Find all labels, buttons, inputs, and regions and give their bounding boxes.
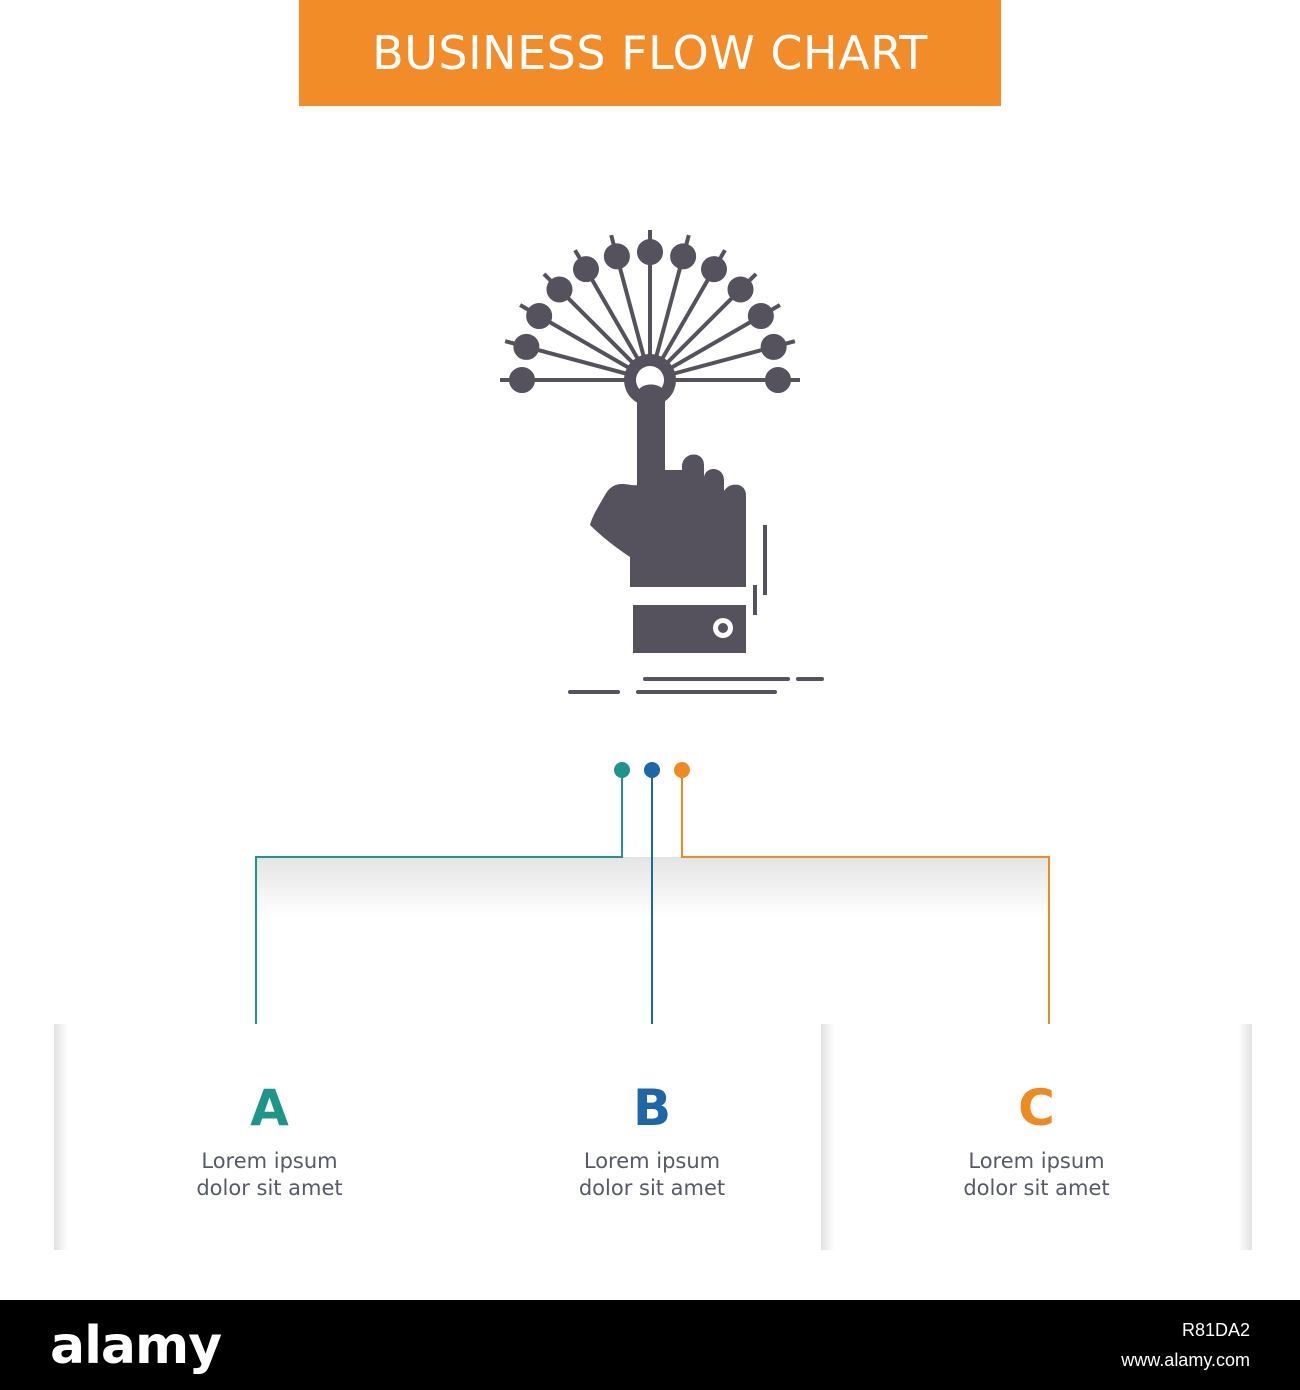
image-id: R81DA2: [1181, 1320, 1250, 1340]
source-url: www.alamy.com: [1121, 1350, 1250, 1370]
step-b-line2: dolor sit amet: [578, 1176, 726, 1200]
step-card-b: B Lorem ipsum dolor sit amet: [472, 1024, 832, 1250]
step-c-line2: dolor sit amet: [963, 1176, 1110, 1200]
step-a-line2: dolor sit amet: [196, 1176, 343, 1200]
connector-shadow: [255, 857, 1050, 917]
step-b-line1: Lorem ipsum: [583, 1149, 721, 1173]
watermark-footer: alamy R81DA2 www.alamy.com: [0, 1300, 1300, 1390]
connector-dot-a: [614, 762, 630, 778]
alamy-logo: alamy: [50, 1316, 222, 1376]
connector-dot-c: [674, 762, 690, 778]
step-text-c: Lorem ipsum dolor sit amet: [821, 1148, 1252, 1202]
step-card-c: C Lorem ipsum dolor sit amet: [821, 1024, 1252, 1250]
step-letter-b: B: [632, 1079, 672, 1137]
step-text-a: Lorem ipsum dolor sit amet: [54, 1148, 485, 1202]
hand-touching-network-icon: [500, 230, 824, 694]
step-a-line1: Lorem ipsum: [201, 1149, 338, 1173]
step-c-line1: Lorem ipsum: [968, 1149, 1105, 1173]
connector-dot-b: [644, 762, 660, 778]
page-title: BUSINESS FLOW CHART: [372, 26, 928, 80]
step-letter-c: C: [1018, 1079, 1055, 1137]
step-text-b: Lorem ipsum dolor sit amet: [472, 1148, 832, 1202]
title-banner: BUSINESS FLOW CHART: [299, 0, 1001, 106]
step-letter-a: A: [250, 1079, 289, 1137]
step-card-a: A Lorem ipsum dolor sit amet: [54, 1024, 485, 1250]
